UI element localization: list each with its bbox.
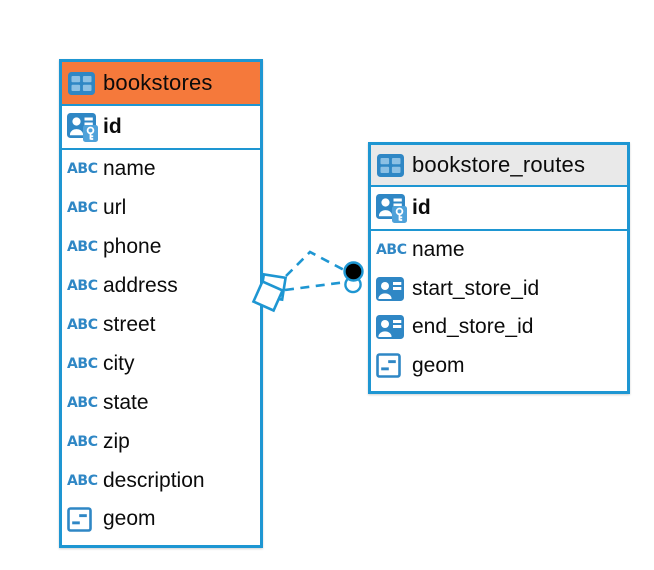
column-name: name [412, 238, 465, 262]
column-name: description [103, 468, 205, 492]
table-name: bookstores [103, 70, 213, 95]
column-row[interactable]: ABC city [62, 344, 260, 384]
column-name: state [103, 390, 149, 414]
column-row[interactable]: start_store_id [371, 269, 627, 308]
text-type-icon: ABC [376, 242, 407, 259]
reference-type-icon [376, 276, 412, 301]
relationship-source-handle-2[interactable] [251, 279, 285, 313]
geometry-type-icon [376, 353, 412, 379]
relationship-line-2[interactable] [284, 280, 347, 292]
text-type-icon: ABC [67, 200, 98, 217]
text-type-icon: ABC [67, 161, 98, 178]
column-name: geom [103, 507, 156, 531]
column-name: id [103, 115, 122, 138]
text-type-icon: ABC [67, 278, 98, 295]
column-name: end_store_id [412, 315, 534, 339]
text-type-icon: ABC [67, 433, 98, 450]
table-header-bookstore-routes[interactable]: bookstore_routes [371, 145, 627, 187]
column-name: id [412, 196, 431, 219]
text-type-icon: ABC [67, 394, 98, 411]
column-row-id[interactable]: id [371, 187, 627, 231]
column-name: address [103, 274, 178, 298]
column-row[interactable]: ABC zip [62, 422, 260, 462]
column-row[interactable]: ABC phone [62, 227, 260, 267]
column-name: name [103, 157, 156, 181]
primary-key-icon [67, 112, 103, 143]
column-name: url [103, 196, 127, 220]
reference-type-icon [376, 315, 412, 340]
column-row[interactable]: ABC name [62, 150, 260, 189]
column-name: geom [412, 353, 465, 377]
table-header-bookstores[interactable]: bookstores [62, 62, 260, 106]
text-type-icon: ABC [67, 239, 98, 256]
relationship-line-1[interactable] [285, 250, 347, 277]
column-row-id[interactable]: id [62, 106, 260, 150]
text-type-icon: ABC [67, 472, 98, 489]
column-row[interactable]: ABC street [62, 305, 260, 345]
column-row[interactable]: ABC description [62, 461, 260, 501]
table-icon [68, 71, 95, 95]
column-row[interactable]: ABC state [62, 383, 260, 423]
column-name: phone [103, 235, 162, 259]
column-name: street [103, 313, 156, 336]
column-row[interactable]: ABC address [62, 266, 260, 306]
column-row[interactable]: ABC name [371, 231, 627, 270]
table-bookstore-routes[interactable]: bookstore_routes id ABC [368, 142, 630, 394]
geometry-type-icon [67, 507, 103, 532]
column-row[interactable]: end_store_id [371, 308, 627, 347]
text-type-icon: ABC [67, 355, 98, 372]
text-type-icon: ABC [67, 317, 98, 333]
column-name: zip [103, 429, 130, 453]
column-row[interactable]: geom [62, 500, 260, 539]
primary-key-icon [376, 193, 412, 224]
column-name: city [103, 351, 135, 375]
column-row[interactable]: geom [371, 346, 627, 385]
column-name: start_store_id [412, 276, 540, 300]
table-icon [377, 153, 404, 177]
column-row[interactable]: ABC url [62, 188, 260, 228]
table-name: bookstore_routes [412, 152, 586, 177]
table-bookstores[interactable]: bookstores id ABC [59, 59, 263, 548]
relationship-target-handle-1[interactable] [343, 261, 364, 282]
